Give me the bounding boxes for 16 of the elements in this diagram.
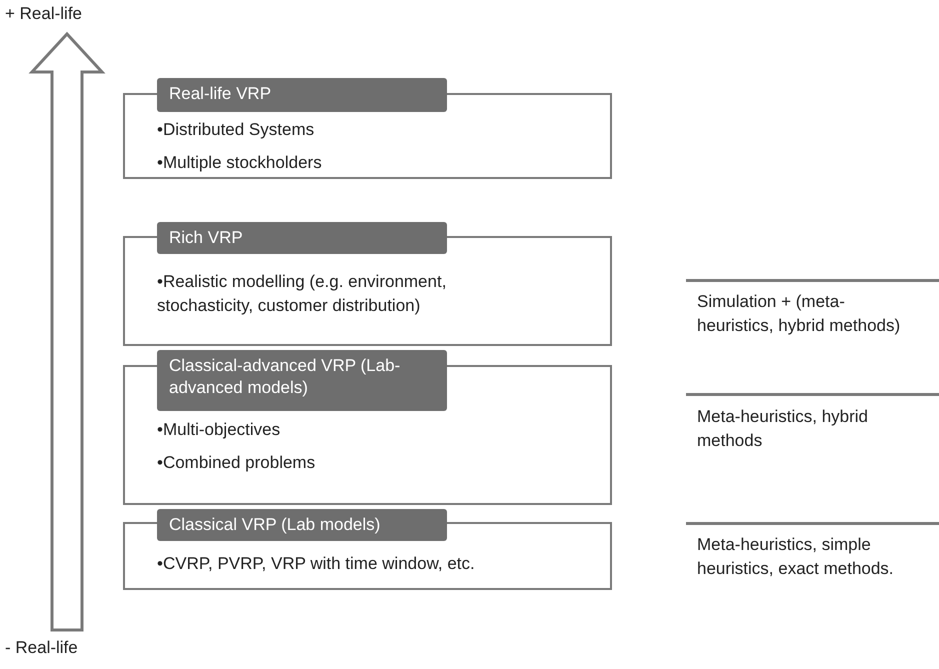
level-heading-tab: Rich VRP bbox=[157, 222, 447, 254]
axis-end-label: - Real-life bbox=[5, 638, 78, 658]
bullet-text: •Combined problems bbox=[157, 452, 316, 474]
method-note: Meta-heuristics, hybrid methods bbox=[697, 406, 870, 452]
axis-end-label: + Real-life bbox=[5, 4, 82, 24]
bullet-text: •Multi-objectives bbox=[157, 419, 280, 441]
bullet-text: •Multiple stockholders bbox=[157, 152, 322, 174]
level-heading-tab: Classical-advanced VRP (Lab-advanced models) bbox=[157, 350, 447, 411]
hollow-arrow bbox=[28, 32, 106, 632]
method-note: Meta-heuristics, simple heuristics, exact methods. bbox=[697, 534, 895, 580]
method-note: Simulation + (meta-heuristics, hybrid methods) bbox=[697, 291, 902, 337]
level-heading-tab: Classical VRP (Lab models) bbox=[157, 509, 447, 541]
bullet-text: •CVRP, PVRP, VRP with time window, etc. bbox=[157, 553, 475, 575]
level-heading-tab: Real-life VRP bbox=[157, 78, 447, 112]
bullet-text: •Realistic modelling (e.g. environment, stochasticity, customer distribution) bbox=[157, 271, 448, 317]
bullet-text: •Distributed Systems bbox=[157, 119, 314, 141]
